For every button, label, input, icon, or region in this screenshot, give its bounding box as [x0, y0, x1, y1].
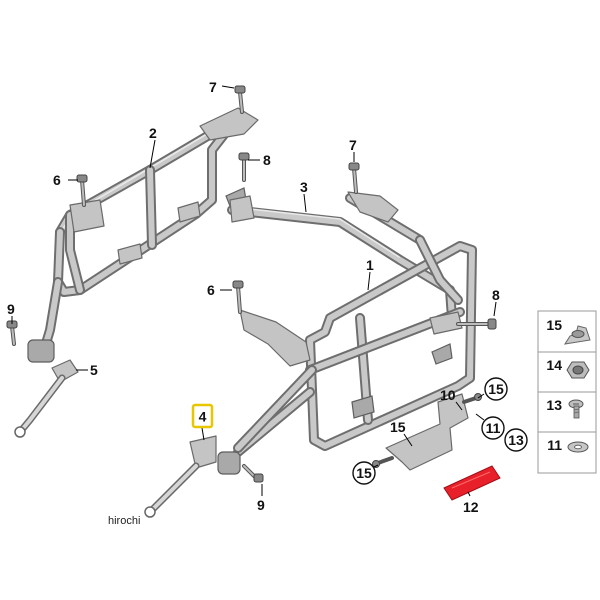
callout-11-circle: 11	[481, 416, 505, 440]
callout-7-right: 7	[349, 137, 357, 153]
callout-8-top: 8	[263, 152, 271, 168]
callout-6-mid: 6	[207, 282, 215, 298]
bolts	[6, 85, 497, 483]
legend-row-15: 15	[546, 317, 591, 345]
callout-5: 5	[90, 362, 98, 378]
callout-9-bottom: 9	[257, 497, 265, 513]
reflector-holder	[385, 393, 469, 471]
callout-14: 15	[390, 419, 406, 435]
legend-row-14: 14	[546, 357, 590, 379]
callout-15-left: 15	[356, 465, 372, 481]
legend-row-13: 13	[546, 397, 584, 419]
callout-8-right: 8	[492, 287, 500, 303]
callout-2: 2	[149, 125, 157, 141]
callout-13: 13	[508, 432, 524, 448]
callout-15-left-circle: 15	[352, 461, 376, 485]
callout-9-left: 9	[7, 301, 15, 317]
legend-label-14: 14	[546, 357, 562, 373]
callouts: 7 2 6 8 3 7 1 6 8 9 5 4 9 10 15 12 15 11…	[7, 79, 528, 515]
hardware-legend: 15 14 13 11	[537, 310, 597, 474]
callout-4-highlight: 4	[191, 403, 214, 429]
leader-lines	[11, 85, 497, 497]
callout-15-top-circle: 15	[484, 377, 508, 401]
legend-label-11: 11	[547, 437, 562, 453]
bracket-5	[14, 339, 79, 438]
legend-row-11: 11	[547, 437, 589, 453]
legend-label-13: 13	[546, 397, 562, 413]
callout-12: 12	[463, 499, 479, 515]
callout-6-left: 6	[53, 172, 61, 188]
hex-nut-icon	[566, 361, 590, 379]
callout-3: 3	[300, 179, 308, 195]
reflector	[443, 465, 501, 501]
callout-13-circle: 13	[504, 428, 528, 452]
left-carrier-frame	[39, 107, 259, 355]
callout-11: 11	[486, 420, 501, 436]
callout-1: 1	[366, 257, 374, 273]
right-carrier-frame	[217, 191, 477, 475]
legend-label-15: 15	[546, 317, 562, 333]
callout-7-top: 7	[209, 79, 217, 95]
callout-4: 4	[199, 409, 207, 425]
screw-icon	[568, 399, 584, 419]
bracket-4	[144, 435, 217, 518]
callout-15-top: 15	[488, 381, 504, 397]
clip-nut-icon	[563, 325, 591, 345]
callout-10: 10	[440, 387, 456, 403]
washer-icon	[567, 441, 589, 453]
watermark: hirochi	[108, 515, 140, 527]
